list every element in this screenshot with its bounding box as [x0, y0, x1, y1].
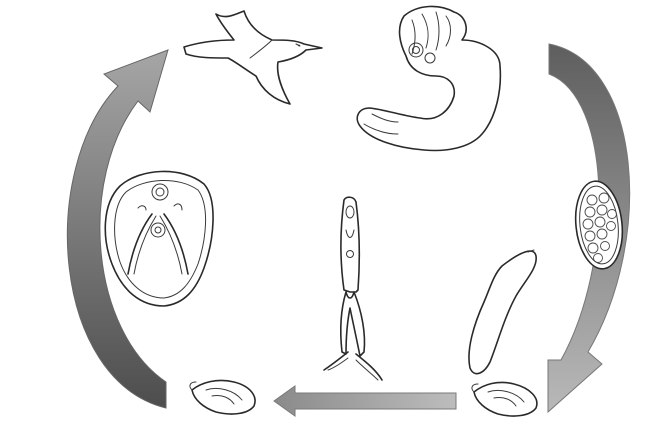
adult-worm-icon: [357, 6, 500, 150]
arrow-bottom-left: [274, 386, 456, 416]
flying-bird-icon: [184, 11, 322, 104]
metacercaria-cyst-icon: [105, 171, 213, 306]
snail-icon: [190, 380, 255, 414]
snail-icon: [472, 382, 537, 416]
miracidium-icon: [469, 250, 536, 374]
cercaria-icon: [324, 197, 382, 380]
